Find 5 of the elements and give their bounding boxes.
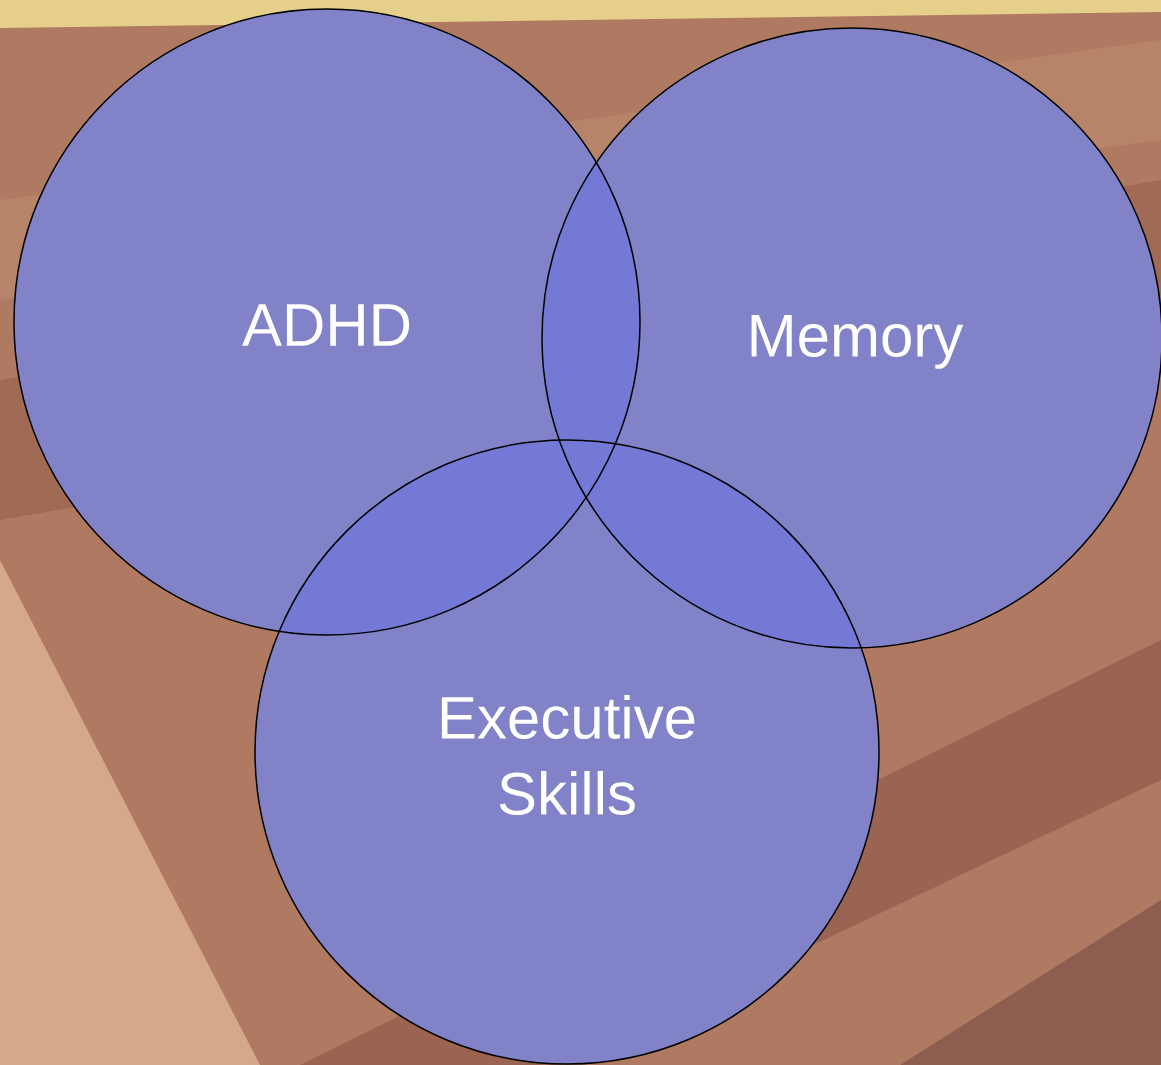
venn-circle (13, 8, 641, 636)
venn-circle (254, 439, 880, 1065)
circle-label: ADHD (242, 304, 410, 346)
circle-label: Memory (751, 315, 964, 369)
circle-label: Executive Skills (441, 694, 695, 815)
